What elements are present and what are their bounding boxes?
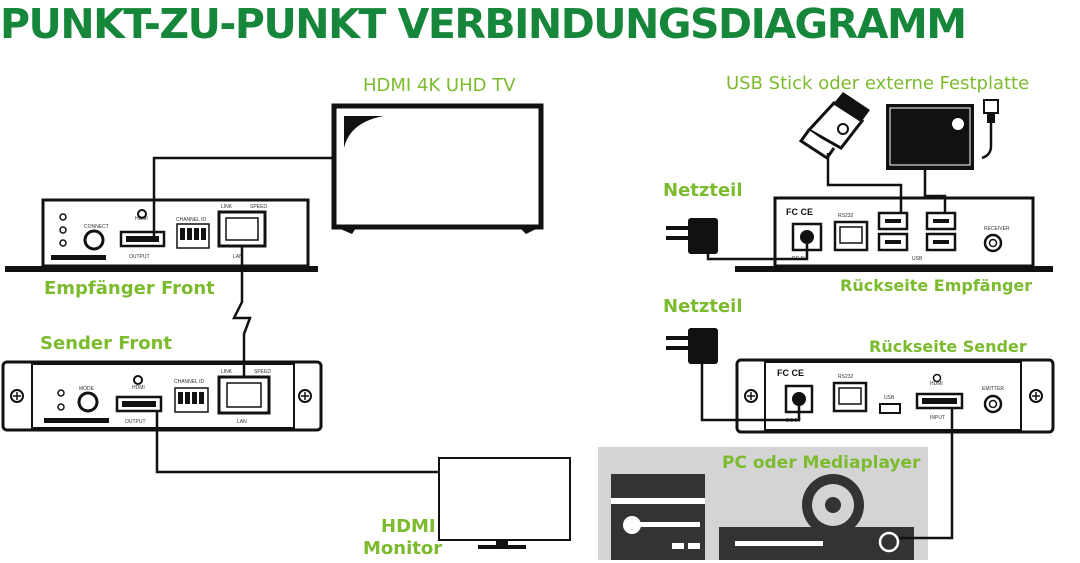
hdmi-cable-pc (899, 408, 954, 540)
hdmi-cable-monitor (155, 411, 439, 474)
usb-stick-icon (798, 92, 870, 161)
receiver-text: RECEIVER (984, 226, 1010, 232)
power-cable-sender (700, 364, 801, 422)
hdmi-text-back: HDMI (930, 381, 943, 387)
emitter-text: EMITTER (982, 386, 1004, 392)
rs232-text-sender: RS232 (838, 374, 854, 380)
power-supply-receiver-label: Netzteil (663, 180, 743, 201)
channel-id-text-sender: CHANNEL ID (174, 379, 204, 385)
lan-cable (231, 246, 252, 377)
fcce-text: FC CE (786, 207, 813, 217)
lan-text-sender: LAN (237, 419, 247, 425)
power-cable-receiver (706, 244, 809, 261)
output-text: OUTPUT (129, 254, 150, 260)
receiver-front-device: CONNECT HDMI OUTPUT CHANNEL ID LINK SPEE… (5, 198, 318, 272)
monitor-label-line1: HDMI (381, 516, 436, 537)
tv-label: HDMI 4K UHD TV (363, 75, 516, 96)
output-text-sender: OUTPUT (125, 419, 146, 425)
external-hdd-icon (886, 99, 999, 170)
connect-text: CONNECT (84, 224, 109, 230)
channel-id-text: CHANNEL ID (176, 217, 206, 223)
hdmi-text: HDMI (135, 216, 148, 222)
monitor-icon (438, 457, 571, 549)
hdmi-cable-tv (152, 156, 334, 239)
cables (152, 153, 954, 540)
sender-front-label: Sender Front (40, 333, 173, 354)
input-text: INPUT (930, 415, 945, 421)
link-text: LINK (221, 204, 233, 210)
usb-cable-stick (826, 153, 903, 213)
usb-text-sender: USB (884, 395, 895, 401)
power-adapter-sender-icon (666, 328, 718, 364)
usb-cable-hdd (923, 168, 947, 213)
usb-storage-label: USB Stick oder externe Festplatte (726, 73, 1030, 94)
rs232-text: RS232 (838, 213, 854, 219)
hdmi-text-sender: HDMI (132, 385, 145, 391)
sender-back-label: Rückseite Sender (869, 337, 1027, 356)
monitor-label-line2: Monitor (363, 538, 443, 559)
lan-text: LAN (233, 254, 243, 260)
sender-back-device: FC CE DC 5V RS232 USB HDMI INPUT EMITTER (735, 358, 1055, 434)
receiver-back-device: FC CE DC 5V RS232 USB RECEIVER (735, 196, 1053, 272)
receiver-back-label: Rückseite Empfänger (840, 276, 1033, 295)
speed-text-sender: SPEED (254, 369, 271, 375)
fcce-text-sender: FC CE (777, 368, 804, 378)
tv-icon (331, 103, 544, 234)
sender-front-device: MODE HDMI OUTPUT CHANNEL ID LINK SPEED L… (1, 360, 323, 432)
mode-text: MODE (79, 386, 95, 392)
power-adapter-receiver-icon (666, 218, 718, 254)
power-supply-sender-label: Netzteil (663, 296, 743, 317)
usb-text: USB (912, 256, 923, 262)
pc-mediaplayer-label: PC oder Mediaplayer (722, 453, 921, 473)
speed-text: SPEED (250, 204, 267, 210)
page-title: PUNKT-ZU-PUNKT VERBINDUNGSDIAGRAMM (0, 0, 967, 48)
receiver-front-label: Empfänger Front (44, 278, 215, 299)
pc-mediaplayer-panel (598, 447, 928, 560)
link-text-sender: LINK (221, 369, 233, 375)
